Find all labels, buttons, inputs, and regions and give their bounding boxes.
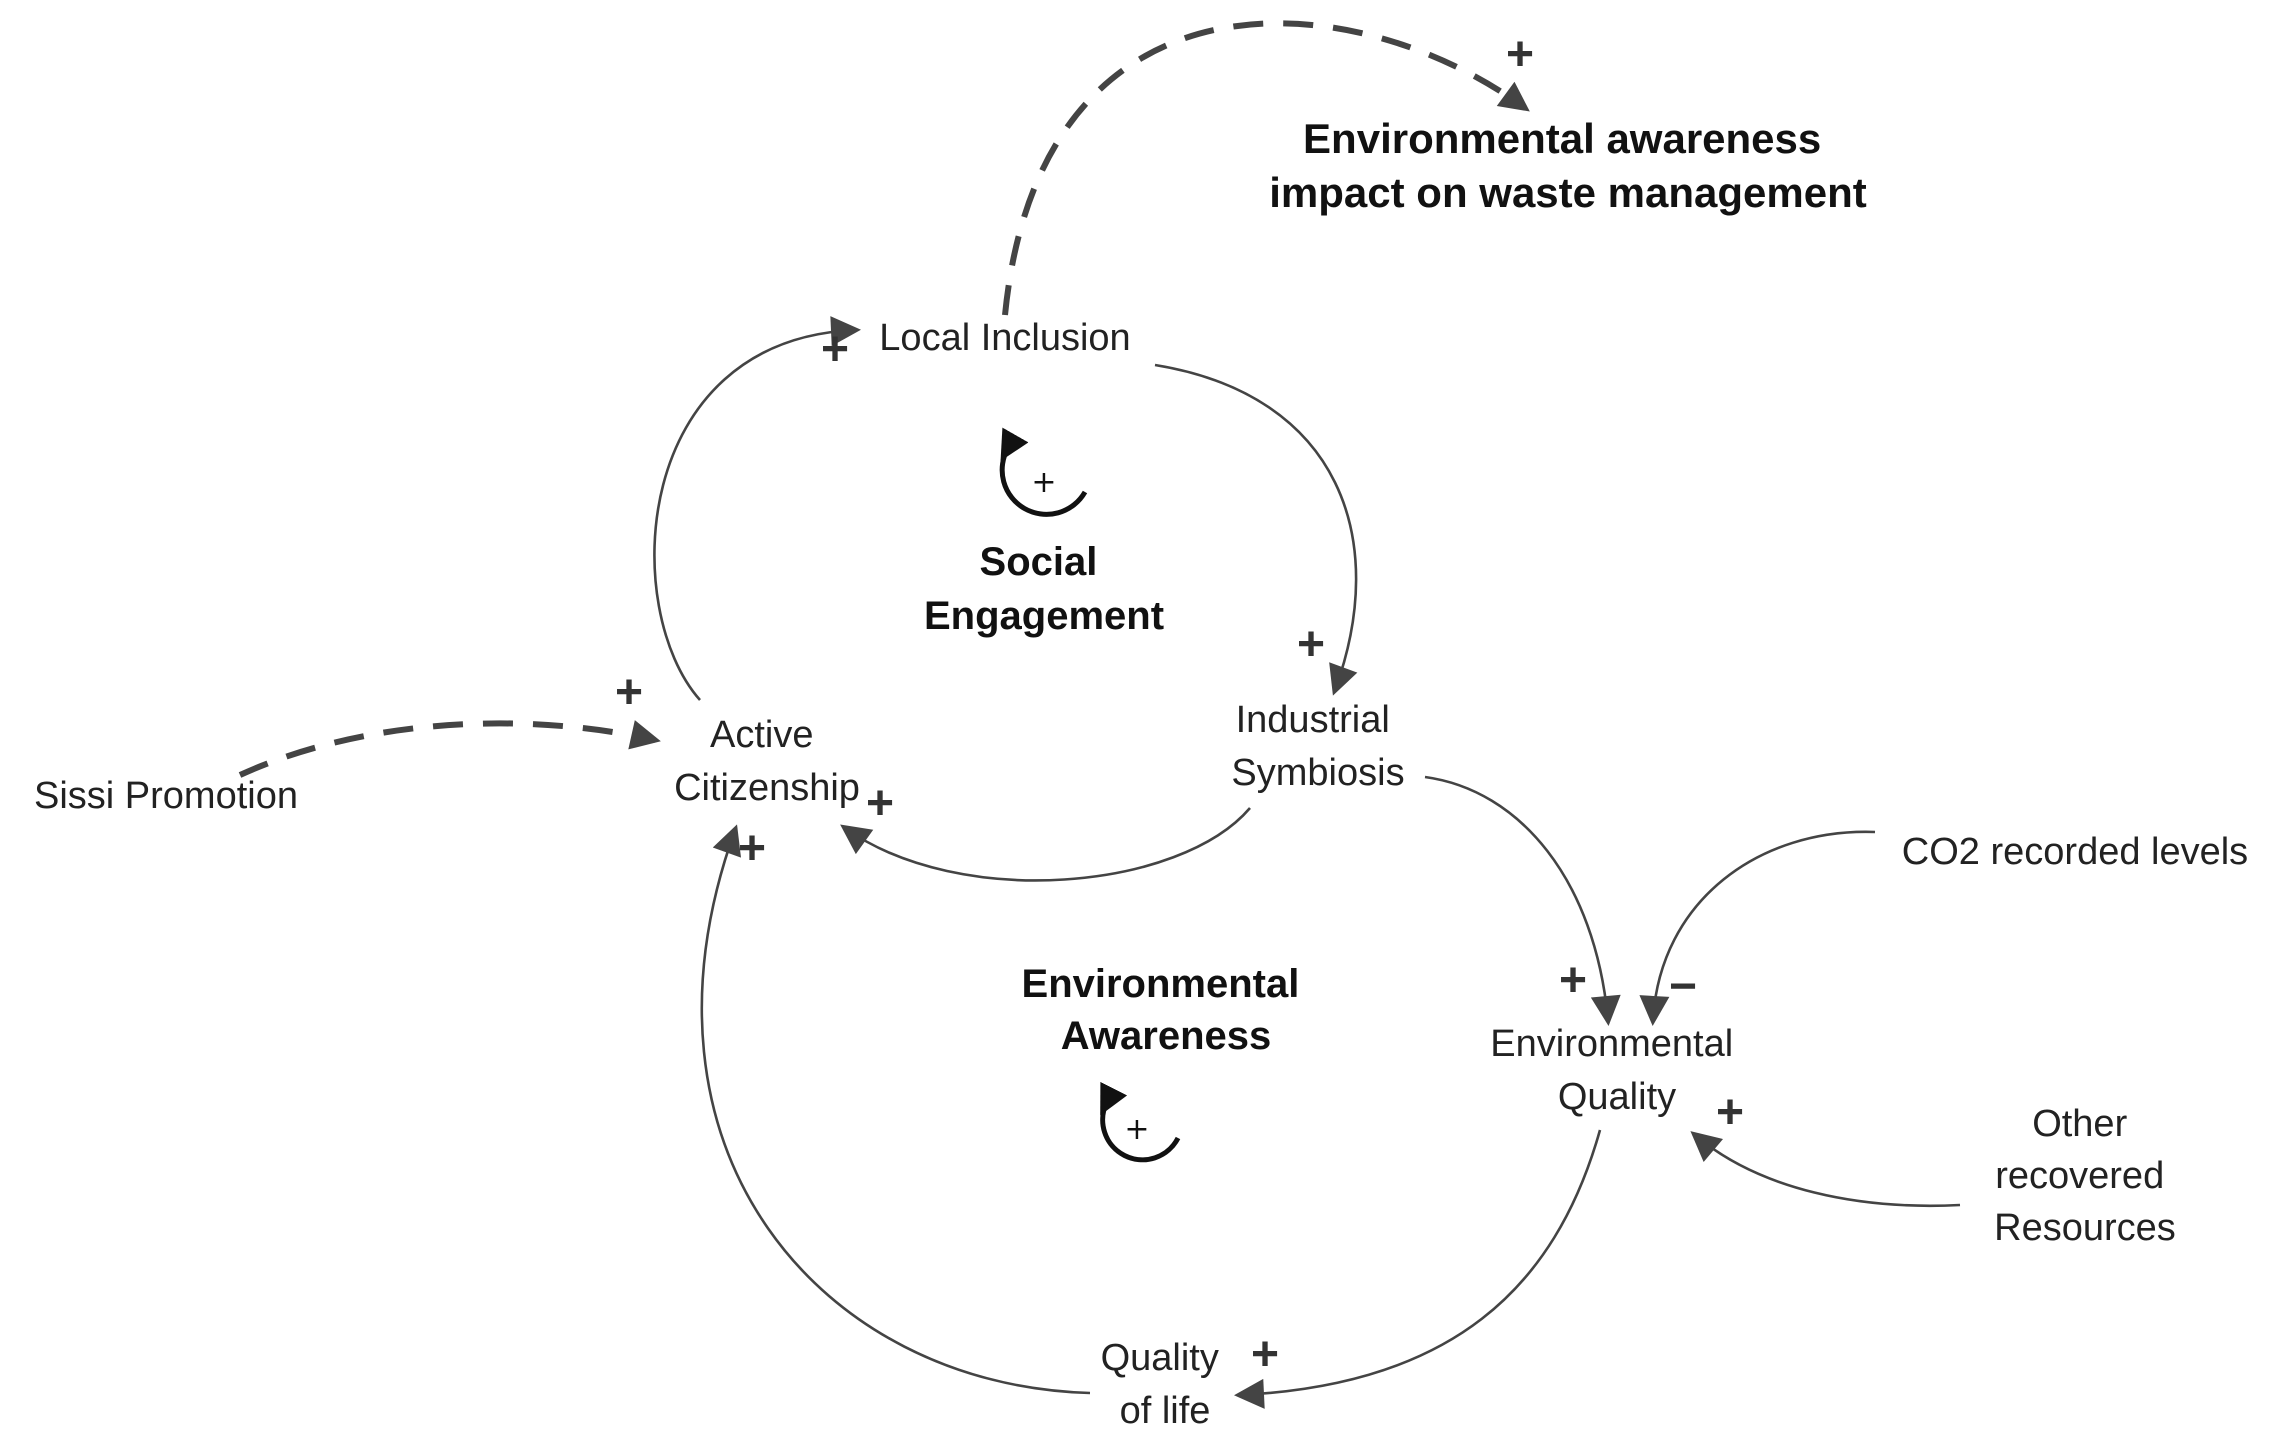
polarity-quality-of-life-to-active: + bbox=[738, 822, 766, 875]
link-industrial-symbiosis-to-active-citizenship bbox=[840, 807, 1251, 882]
node-local-inclusion: Local Inclusion bbox=[879, 317, 1130, 359]
node-other-recovered-resources: Other recovered Resources bbox=[1994, 1103, 2176, 1249]
node-quality-of-life: Quality of life bbox=[1101, 1337, 1230, 1432]
link-local-inclusion-to-title bbox=[1002, 20, 1530, 316]
link-quality-of-life-to-active-citizenship bbox=[700, 824, 1091, 1395]
loop-sign-social-engagement: + bbox=[1031, 465, 1056, 500]
link-industrial-symbiosis-to-environmental-quality bbox=[1424, 775, 1621, 1026]
polarity-envquality-to-quality-of-life: + bbox=[1251, 1328, 1279, 1381]
diagram-title-line-2: impact on waste management bbox=[1269, 169, 1867, 216]
node-sissi-promotion: Sissi Promotion bbox=[34, 775, 298, 817]
node-co2-recorded-levels: CO2 recorded levels bbox=[1902, 831, 2248, 873]
loop-indicator-social-engagement: + bbox=[999, 427, 1088, 517]
diagram-title-line-1: Environmental awareness bbox=[1303, 115, 1821, 162]
node-industrial-symbiosis: Industrial Symbiosis bbox=[1231, 699, 1404, 794]
polarity-active-to-local: + bbox=[821, 323, 849, 376]
loop-sign-environmental-awareness: + bbox=[1124, 1112, 1149, 1147]
loop-label-environmental-awareness: Environmental Awareness bbox=[1022, 962, 1311, 1058]
loop-label-social-engagement: Social Engagement bbox=[924, 540, 1164, 638]
polarity-sissi-to-active: + bbox=[615, 666, 643, 719]
link-sissi-promotion-to-active-citizenship bbox=[238, 720, 661, 778]
link-local-inclusion-to-industrial-symbiosis bbox=[1154, 363, 1358, 696]
polarity-industrial-to-active: + bbox=[866, 777, 894, 830]
polarity-local-to-industrial: + bbox=[1297, 618, 1325, 671]
polarity-co2-to-envquality: − bbox=[1669, 960, 1697, 1013]
diagram-title: Environmental awareness impact on waste … bbox=[1269, 115, 1867, 216]
node-environmental-quality: Environmental Quality bbox=[1490, 1023, 1743, 1118]
polarity-other-to-envquality: + bbox=[1716, 1086, 1744, 1139]
node-active-citizenship: Active Citizenship bbox=[674, 714, 860, 809]
link-active-citizenship-to-local-inclusion bbox=[653, 316, 861, 701]
polarity-industrial-to-envquality: + bbox=[1559, 954, 1587, 1007]
link-environmental-quality-to-quality-of-life bbox=[1234, 1129, 1602, 1409]
polarity-local-inclusion-to-title: + bbox=[1506, 28, 1534, 81]
loop-indicator-environmental-awareness: + bbox=[1100, 1081, 1181, 1163]
link-co2-to-environmental-quality bbox=[1639, 830, 1876, 1026]
link-other-resources-to-environmental-quality bbox=[1690, 1131, 1961, 1208]
